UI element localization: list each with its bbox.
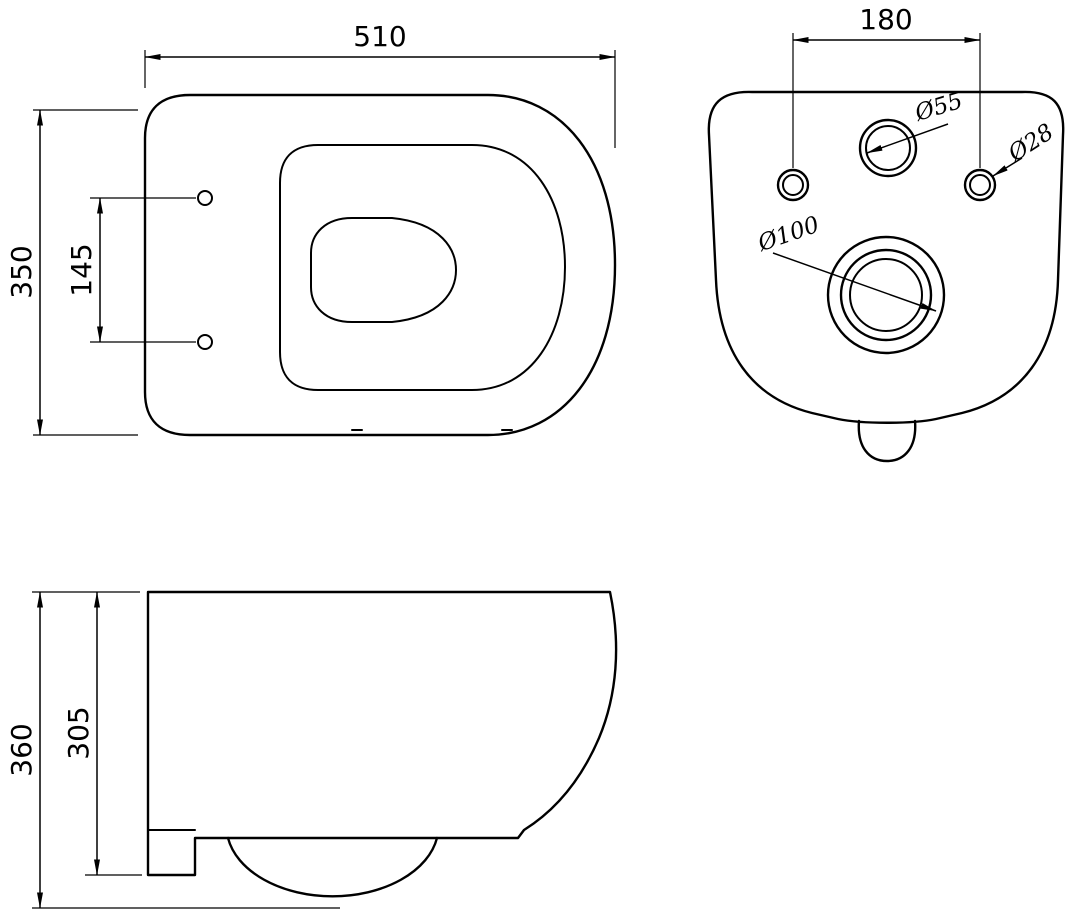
dim-label-bolt-spacing: 180 — [859, 3, 912, 36]
dim-label-width: 510 — [353, 20, 406, 53]
leader-line-outlet — [772, 252, 937, 312]
rear-view-outlet-spout — [857, 419, 917, 463]
inlet-hole-inner — [865, 125, 911, 171]
dim-label-outlet-diameter: Ø100 — [754, 212, 823, 257]
top-view-bowl-outline — [310, 217, 457, 323]
outlet-hole-inner — [849, 258, 923, 332]
top-view-outer-outline — [143, 93, 617, 437]
bolt-hole-right-inner — [969, 174, 991, 196]
rear-view-outline — [707, 90, 1065, 424]
dim-label-hole-spacing: 145 — [65, 243, 98, 296]
side-view: 360 305 — [5, 590, 618, 909]
leader-line-inlet — [866, 123, 949, 154]
top-view-seat-outline — [279, 144, 566, 391]
bolt-hole-left-inner — [782, 174, 804, 196]
side-view-outline — [146, 590, 618, 877]
rear-view: 180 Ø55 Ø28 Ø100 — [707, 3, 1065, 463]
dim-label-depth: 350 — [5, 245, 38, 298]
outlet-hole-middle — [839, 248, 933, 342]
bowl-bottom-arc — [226, 836, 439, 898]
outlet-hole-outer — [826, 235, 946, 355]
dim-label-inlet-diameter: Ø55 — [911, 88, 966, 127]
bolt-hole-right-outer — [963, 168, 997, 202]
dim-label-bolt-diameter: Ø28 — [1003, 119, 1058, 168]
inlet-hole-outer — [858, 118, 918, 178]
leader-line-bolt-hole — [992, 157, 1023, 177]
dim-label-overall-height: 360 — [5, 723, 38, 776]
mounting-hole-bottom — [197, 334, 213, 350]
dim-label-body-height: 305 — [62, 706, 95, 759]
mounting-hole-top — [197, 190, 213, 206]
top-view: 510 350 145 — [5, 20, 617, 437]
bolt-hole-left-outer — [776, 168, 810, 202]
